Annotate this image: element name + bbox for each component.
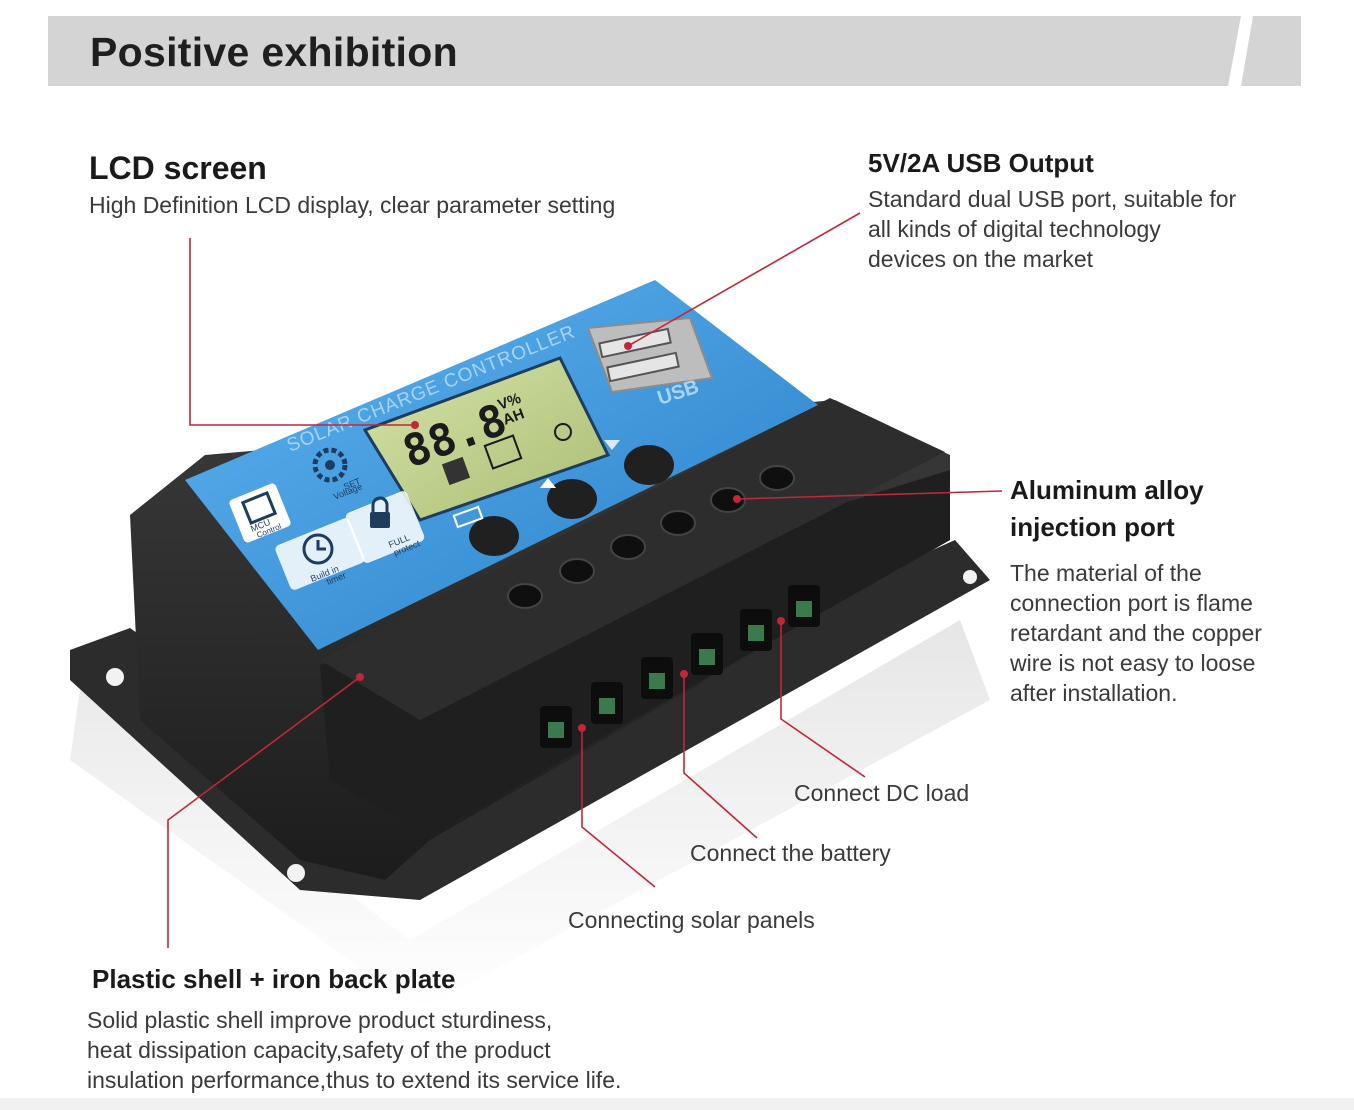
mount-hole [963,570,977,584]
usb-callout-line [627,212,861,347]
up-arrow-icon [540,478,556,488]
usb-callout-title: 5V/2A USB Output [868,148,1094,178]
mcu-control-icon: MCU Control [229,483,291,543]
bottom-strip [0,1098,1354,1110]
shell-callout-title: Plastic shell + iron back plate [92,964,456,994]
lcd-callout-desc: High Definition LCD display, clear param… [89,192,616,218]
menu-button [469,516,519,556]
callout-lines [167,212,1003,948]
dc-load-callout: Connect DC load [794,780,970,806]
usb-port [598,327,672,359]
lcd-units-top: V% [496,390,524,414]
dc-load-callout-line [780,621,866,778]
port-callout-title: Aluminum alloy injection port [1010,475,1204,542]
usb-callout-desc: Standard dual USB port, suitable for all… [868,186,1237,272]
lcd-solar-icon [441,456,471,486]
battery-callout-line [683,674,758,839]
battery-button-icon [452,505,484,529]
lcd-bulb-icon [554,423,572,441]
down-arrow-icon [604,440,620,450]
lcd-battery-icon [483,434,523,470]
shell-callout-desc: Solid plastic shell improve product stur… [87,1007,622,1093]
terminal-screw-row [507,465,795,609]
solar-callout: Connecting solar panels [568,907,815,933]
lcd-callout-line [189,238,415,426]
page-title: Positive exhibition [90,29,458,75]
header-banner [48,16,1301,86]
solar-callout-line [581,728,656,888]
device-reflection [70,620,990,1010]
up-button [547,479,597,519]
lcd-screen [362,356,611,522]
shell-callout-line [167,676,361,948]
device-front-face [320,470,950,835]
mount-hole [106,668,124,686]
mount-hole [287,864,305,882]
down-button [624,445,674,485]
usb-port [606,351,680,383]
callout-dots [356,342,785,732]
lcd-callout-title: LCD screen [89,150,267,186]
lcd-units-bottom: AH [501,405,527,428]
battery-callout: Connect the battery [690,840,891,866]
port-callout-line [736,490,1003,500]
terminal-copper-row [548,601,812,738]
port-callout-desc: The material of the connection port is f… [1010,560,1262,706]
